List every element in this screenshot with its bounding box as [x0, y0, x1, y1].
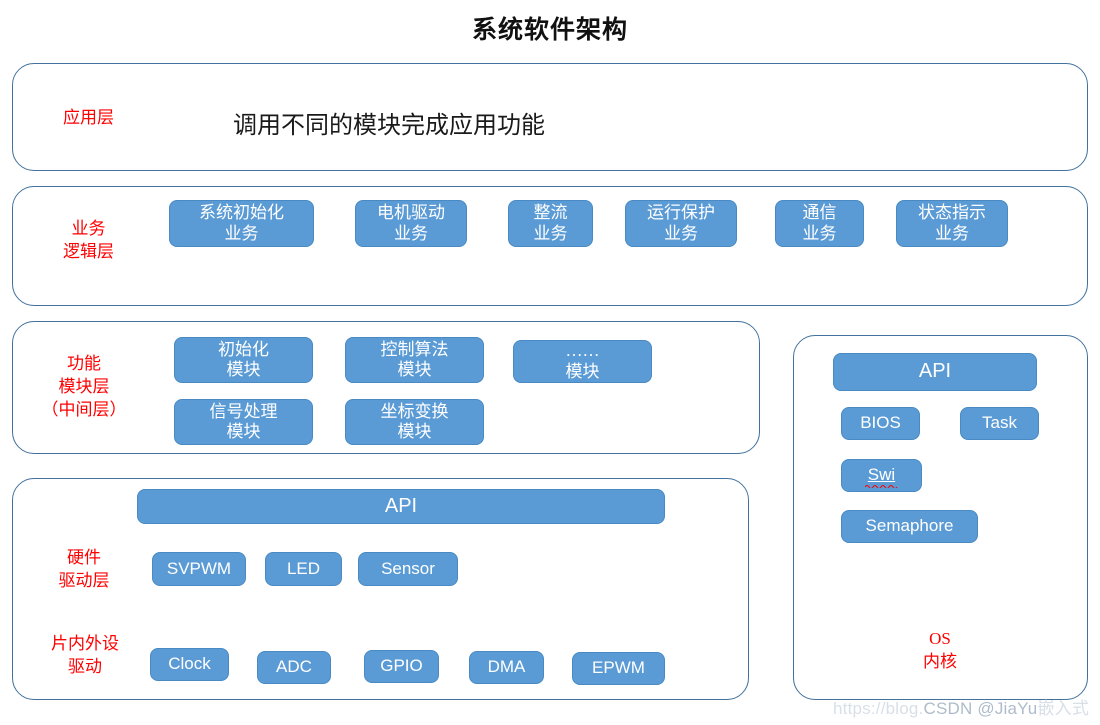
- os-node-semaphore[interactable]: Semaphore: [841, 510, 978, 543]
- os-api-node[interactable]: API: [833, 353, 1037, 391]
- layer-label-hardware-driver: 硬件 驱动层: [58, 548, 110, 590]
- business-node-rectify[interactable]: 整流 业务: [508, 200, 593, 247]
- os-node-swi[interactable]: Swi: [841, 459, 922, 492]
- watermark-prefix: https://blog.: [833, 699, 924, 718]
- peripheral-node-dma[interactable]: DMA: [469, 651, 544, 684]
- business-node-system-init[interactable]: 系统初始化 业务: [169, 200, 314, 247]
- business-node-motor-drive[interactable]: 电机驱动 业务: [355, 200, 467, 247]
- peripheral-node-adc[interactable]: ADC: [257, 651, 331, 684]
- module-node-init[interactable]: 初始化 模块: [174, 337, 313, 383]
- csdn-watermark: https://blog.CSDN @JiaYu嵌入式: [833, 694, 1089, 719]
- business-node-status-indicate[interactable]: 状态指示 业务: [896, 200, 1008, 247]
- hardware-node-svpwm[interactable]: SVPWM: [152, 552, 246, 586]
- peripheral-node-clock[interactable]: Clock: [150, 648, 229, 681]
- os-node-swi-label: Swi: [867, 465, 896, 485]
- module-node-ellipsis[interactable]: …… 模块: [513, 340, 652, 383]
- hardware-api-node[interactable]: API: [137, 489, 665, 524]
- layer-label-os-kernel: OS 内核: [923, 629, 957, 671]
- module-node-signal-processing[interactable]: 信号处理 模块: [174, 399, 313, 445]
- hardware-node-led[interactable]: LED: [265, 552, 342, 586]
- os-node-bios[interactable]: BIOS: [841, 407, 920, 440]
- peripheral-node-gpio[interactable]: GPIO: [364, 650, 439, 683]
- watermark-suffix: 嵌入式: [1037, 699, 1090, 718]
- layer-label-application: 应用层: [63, 108, 114, 127]
- application-description: 调用不同的模块完成应用功能: [233, 113, 545, 139]
- layer-label-function-module: 功能 模块层 （中间层）: [41, 354, 127, 419]
- business-node-communication[interactable]: 通信 业务: [775, 200, 864, 247]
- watermark-main: CSDN @JiaYu: [923, 699, 1038, 718]
- business-node-protection[interactable]: 运行保护 业务: [625, 200, 737, 247]
- peripheral-node-epwm[interactable]: EPWM: [572, 652, 665, 685]
- layer-label-business: 业务 逻辑层: [63, 219, 114, 261]
- module-node-coordinate-transform[interactable]: 坐标变换 模块: [345, 399, 484, 445]
- layer-label-onchip-peripheral: 片内外设 驱动: [51, 634, 119, 676]
- module-node-control-algorithm[interactable]: 控制算法 模块: [345, 337, 484, 383]
- os-node-task[interactable]: Task: [960, 407, 1039, 440]
- hardware-node-sensor[interactable]: Sensor: [358, 552, 458, 586]
- page-title: 系统软件架构: [471, 17, 628, 44]
- layer-application: [12, 63, 1088, 171]
